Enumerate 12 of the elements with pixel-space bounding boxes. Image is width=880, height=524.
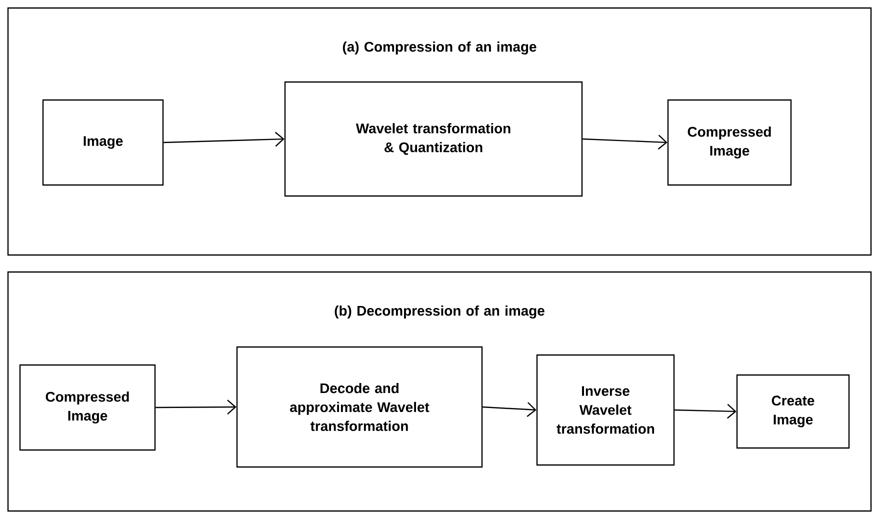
process-box: Wavelet transformation & Quantization (284, 81, 583, 197)
process-box: Compressed Image (19, 364, 156, 451)
arrow (156, 400, 236, 414)
process-box: Inverse Wavelet transformation (536, 354, 675, 466)
process-box: Decode and approximate Wavelet transformation (236, 346, 483, 468)
arrow (674, 404, 736, 419)
arrow (164, 132, 284, 147)
process-box: Image (42, 99, 164, 186)
process-box: Compressed Image (667, 99, 792, 186)
process-box: Create Image (736, 374, 850, 449)
arrow (582, 134, 668, 150)
arrow (482, 402, 536, 417)
